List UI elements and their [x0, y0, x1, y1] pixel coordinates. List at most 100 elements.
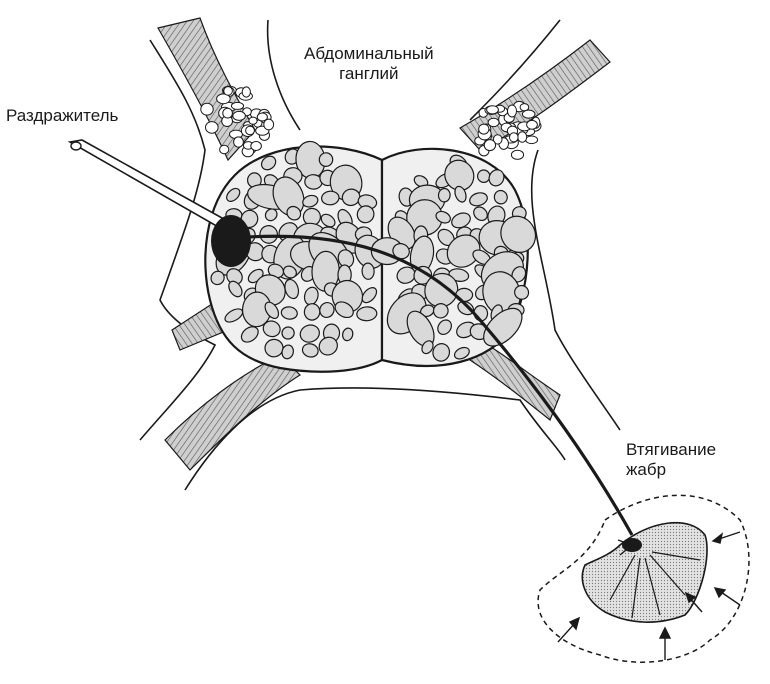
ganglion-label-line2: ганглий [339, 64, 399, 83]
small-cell [510, 149, 525, 160]
motor-neuron-soma [211, 215, 251, 267]
neuron-cell [488, 169, 505, 187]
neuron-cell [469, 192, 488, 207]
arrow-icon [711, 531, 741, 544]
electrode-tip-icon [70, 141, 82, 151]
neuron-cell [432, 343, 451, 362]
retraction-arrows [557, 531, 741, 660]
small-cell [486, 105, 499, 115]
neuron-cell [262, 320, 281, 338]
neuron-cell [228, 280, 243, 298]
neuron-cell [301, 343, 319, 358]
gill-retraction-label: Втягивание жабр [626, 440, 716, 480]
arrow-icon [557, 616, 581, 643]
neuron-cell [264, 208, 278, 222]
gill-dashed-outline [537, 494, 750, 663]
small-cell [230, 101, 245, 110]
neuron-cell [341, 188, 361, 207]
small-cell [222, 107, 233, 119]
small-cell [233, 136, 244, 148]
neuron-cell [320, 213, 336, 228]
neuron-cell [318, 152, 334, 167]
small-cell [517, 131, 528, 143]
neuron-cell [318, 336, 338, 356]
neuron-cell [299, 324, 320, 343]
small-cell [509, 132, 519, 143]
small-cell [219, 144, 230, 155]
arrow-icon [684, 591, 703, 613]
cell-cluster-left [200, 85, 275, 158]
stimulus-label: Раздражитель [6, 106, 119, 125]
neuron-cell [260, 155, 277, 171]
neuron-cell [437, 187, 451, 203]
small-cell [216, 93, 231, 105]
neuron-cell [264, 301, 280, 320]
small-cell [492, 134, 503, 145]
gill-folds [609, 551, 701, 619]
neuron-cell [432, 303, 449, 319]
gill-tissue [581, 521, 708, 623]
neuron-cell [421, 340, 434, 355]
small-cell [478, 123, 490, 135]
neuron-cell [361, 287, 378, 304]
cell-cluster-right [474, 100, 542, 160]
neuron-cell [302, 194, 319, 208]
neuron-cell [264, 338, 284, 358]
neuron-cell [453, 346, 470, 360]
small-cell [250, 141, 262, 151]
ganglion-label-line1: Абдоминальный [304, 44, 434, 63]
small-cell [525, 135, 539, 145]
ganglion-neurons [210, 140, 537, 362]
small-cell [526, 119, 538, 130]
motor-neuron-axon [247, 234, 634, 536]
neuron-cell [342, 327, 354, 342]
small-cell [205, 121, 219, 134]
small-cell [507, 104, 517, 118]
small-cell [487, 117, 500, 128]
small-cell [232, 110, 246, 121]
arrow-icon [713, 587, 741, 606]
small-cell [248, 116, 258, 125]
neuron-cell [286, 205, 302, 221]
neuron-cell [435, 210, 451, 224]
small-cell [241, 86, 251, 98]
neuron-cell [437, 319, 452, 335]
small-cell [223, 86, 233, 96]
nerve-lower-left [164, 354, 301, 471]
small-cell [245, 125, 255, 136]
small-cell [263, 118, 275, 131]
neuron-cell [444, 159, 475, 191]
neuron-cell [281, 326, 295, 340]
neuron-cell [356, 205, 375, 224]
neuron-cell [284, 278, 300, 300]
neuron-cell [473, 206, 488, 222]
ganglion-sheath-outline [139, 19, 621, 491]
arrow-icon [658, 626, 672, 660]
neuron-cell [493, 189, 508, 205]
small-cell [200, 102, 214, 116]
neuron-cell [319, 301, 335, 319]
neuron-cell [424, 272, 459, 308]
neuron-cell [282, 265, 297, 279]
gill-nerve-branch [617, 539, 634, 556]
small-cell [256, 112, 268, 122]
neuron-cell [500, 215, 537, 253]
neuron-cell [226, 187, 241, 202]
neuron-cell [210, 270, 225, 286]
neuron-cell [514, 284, 530, 300]
nerve-lower-right [469, 339, 561, 421]
neuron-cell [356, 306, 378, 322]
neuron-cell [321, 190, 340, 206]
neuron-cell [240, 326, 259, 343]
stimulus-electrode [67, 139, 242, 238]
neuron-cell [476, 169, 491, 183]
neuron-cell [334, 301, 354, 319]
small-cell [483, 139, 497, 152]
gill-label-line2: жабр [626, 460, 667, 479]
neuron-cell [281, 344, 294, 360]
gill-label-line1: Втягивание [626, 440, 717, 459]
neuron-cell [361, 262, 375, 280]
neuron-cell [226, 268, 243, 285]
